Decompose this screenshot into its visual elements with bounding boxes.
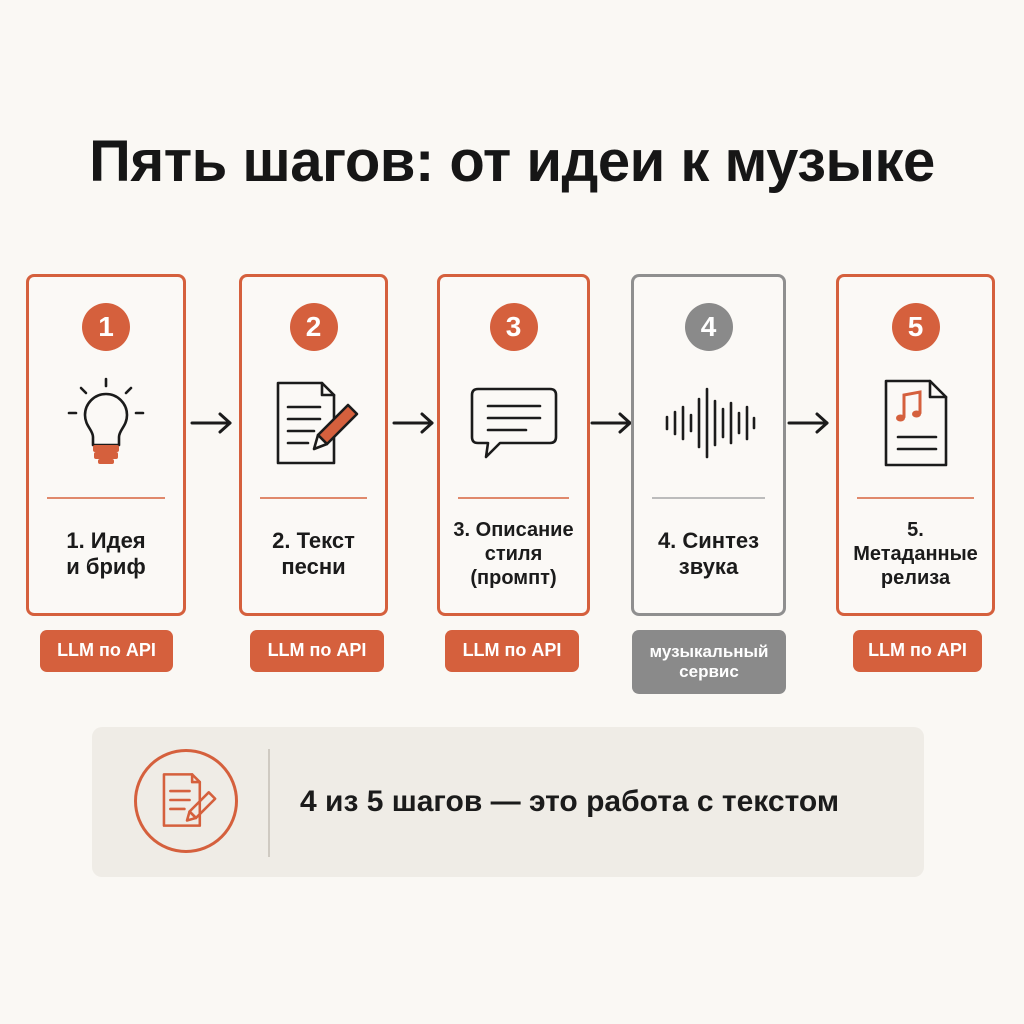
step-number-badge: 5 (891, 303, 940, 351)
card-divider (857, 497, 974, 499)
summary-panel: 4 из 5 шагов — это работа с текстом (92, 727, 924, 877)
step-label: 1. Идея и бриф (66, 527, 146, 579)
step-label: 5. Метаданные релиза (853, 519, 978, 589)
card-divider (47, 497, 165, 499)
arrow-right-icon (590, 412, 632, 434)
step-card-3: 3 3. Описание стиля (промпт) (437, 274, 590, 616)
step-number-badge: 2 (289, 303, 338, 351)
step-3-tool-badge: LLM по API (445, 630, 579, 672)
lightbulb-icon (67, 377, 145, 464)
step-2-tool-badge: LLM по API (250, 630, 384, 672)
step-number-badge: 1 (82, 303, 130, 351)
card-divider (458, 497, 569, 499)
summary-divider (268, 749, 270, 857)
summary-icon-circle (134, 749, 238, 853)
summary-text: 4 из 5 шагов — это работа с текстом (300, 785, 840, 818)
arrow-right-icon (190, 412, 232, 434)
step-label: 4. Синтез звука (657, 527, 760, 579)
step-card-4: 4 4. Синтез звука (631, 274, 786, 616)
page-title: Пять шагов: от идеи к музыке (89, 129, 935, 194)
step-label: 3. Описание стиля (промпт) (453, 519, 574, 589)
document-pencil-icon (276, 381, 358, 465)
step-5-tool-badge: LLM по API (853, 630, 982, 672)
document-pencil-icon (162, 773, 217, 827)
arrow-right-icon (392, 412, 434, 434)
arrow-right-icon (787, 412, 829, 434)
step-card-5: 5 5. Метаданные релиза (836, 274, 995, 616)
step-card-2: 2 2. Текст песни (239, 274, 388, 616)
step-1-tool-badge: LLM по API (40, 630, 173, 672)
step-number-badge: 4 (684, 303, 733, 351)
step-card-1: 1 1. Идея и бриф (26, 274, 186, 616)
step-number-badge: 3 (489, 303, 538, 351)
music-file-icon (884, 379, 947, 467)
step-4-tool-badge: музыкальный сервис (632, 630, 786, 694)
sound-wave-icon (665, 387, 755, 459)
chat-bubble-icon (470, 387, 557, 459)
card-divider (652, 497, 765, 499)
step-label: 2. Текст песни (272, 527, 355, 579)
card-divider (260, 497, 367, 499)
